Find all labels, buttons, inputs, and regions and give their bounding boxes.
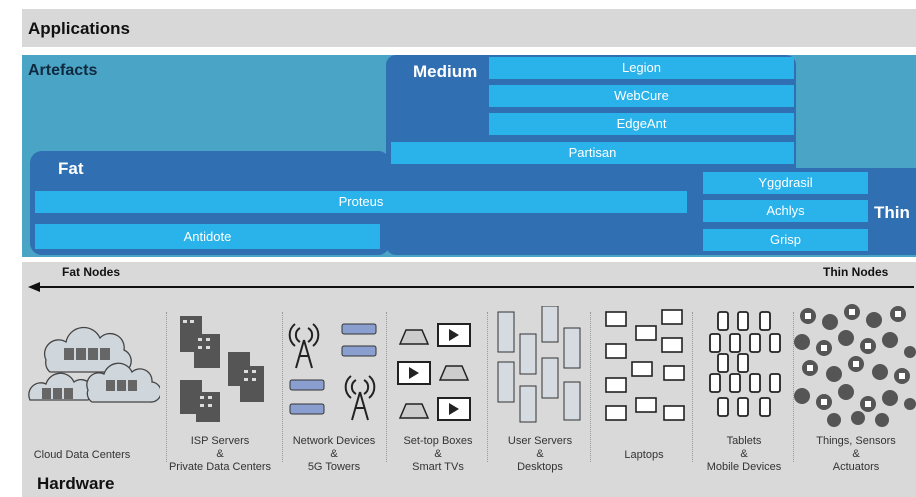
hardware-label: Hardware: [37, 474, 115, 493]
artefact-grisp: Grisp: [703, 229, 868, 251]
separator: [386, 312, 387, 462]
hardware-category-user-servers: User Servers & Desktops: [480, 435, 600, 474]
hardware-category-cloud: Cloud Data Centers: [22, 449, 142, 462]
category-line: Tablets: [726, 435, 762, 447]
artefact-webcure: WebCure: [489, 85, 794, 107]
category-line: &: [434, 448, 442, 460]
category-line: &: [330, 448, 338, 460]
hardware-category-isp: ISP Servers & Private Data Centers: [160, 435, 280, 474]
laptop-icon: [605, 309, 685, 421]
separator: [166, 312, 167, 462]
category-line: &: [740, 448, 748, 460]
category-line: Actuators: [832, 461, 880, 473]
category-line: Desktops: [517, 461, 563, 473]
artefact-antidote: Antidote: [35, 224, 380, 249]
medium-label: Medium: [413, 62, 478, 81]
category-line: Set-top Boxes: [403, 435, 473, 447]
thin-nodes-label: Thin Nodes: [823, 265, 889, 279]
separator: [692, 312, 693, 462]
hardware-category-network: Network Devices & 5G Towers: [274, 435, 394, 474]
network-tower-icon: [288, 323, 377, 421]
category-line: Cloud Data Centers: [33, 449, 131, 461]
fat-nodes-label: Fat Nodes: [62, 265, 121, 279]
fat-to-thin-arrow: [28, 282, 914, 292]
applications-band: Applications: [22, 9, 916, 47]
separator: [590, 312, 591, 462]
separator: [793, 312, 794, 462]
category-line: Things, Sensors: [816, 435, 896, 447]
category-line: &: [852, 448, 860, 460]
category-line: Laptops: [624, 449, 664, 461]
cloud-datacenter-icon: [28, 326, 160, 403]
category-line: User Servers: [507, 435, 573, 447]
category-line: Network Devices: [292, 435, 376, 447]
category-line: &: [216, 448, 224, 460]
hardware-category-settop: Set-top Boxes & Smart TVs: [378, 435, 498, 474]
category-line: Private Data Centers: [168, 461, 272, 473]
artefact-legion: Legion: [489, 57, 794, 79]
artefact-yggdrasil: Yggdrasil: [703, 172, 868, 194]
artefact-partisan: Partisan: [391, 142, 794, 164]
desktop-tower-icon: [497, 306, 581, 423]
hardware-category-things: Things, Sensors & Actuators: [796, 435, 916, 474]
settop-tv-icon: [397, 323, 471, 421]
artefact-achlys: Achlys: [703, 200, 868, 222]
iot-sensor-icon: [794, 304, 916, 427]
thin-label: Thin: [874, 203, 910, 222]
category-line: Mobile Devices: [706, 461, 782, 473]
separator: [282, 312, 283, 462]
category-line: ISP Servers: [190, 435, 250, 447]
hardware-category-laptops: Laptops: [584, 449, 704, 462]
separator: [487, 312, 488, 462]
artefacts-label: Artefacts: [28, 62, 98, 79]
hardware-band: [22, 262, 916, 497]
category-line: Smart TVs: [412, 461, 464, 473]
artefact-proteus: Proteus: [35, 191, 687, 213]
category-line: &: [536, 448, 544, 460]
applications-label: Applications: [28, 19, 131, 38]
hardware-category-tablets: Tablets & Mobile Devices: [684, 435, 804, 474]
category-line: 5G Towers: [307, 461, 361, 473]
mobile-device-icon: [709, 311, 781, 417]
server-building-icon: [180, 316, 264, 422]
artefact-edgeant: EdgeAnt: [489, 113, 794, 135]
fat-label: Fat: [58, 159, 84, 178]
